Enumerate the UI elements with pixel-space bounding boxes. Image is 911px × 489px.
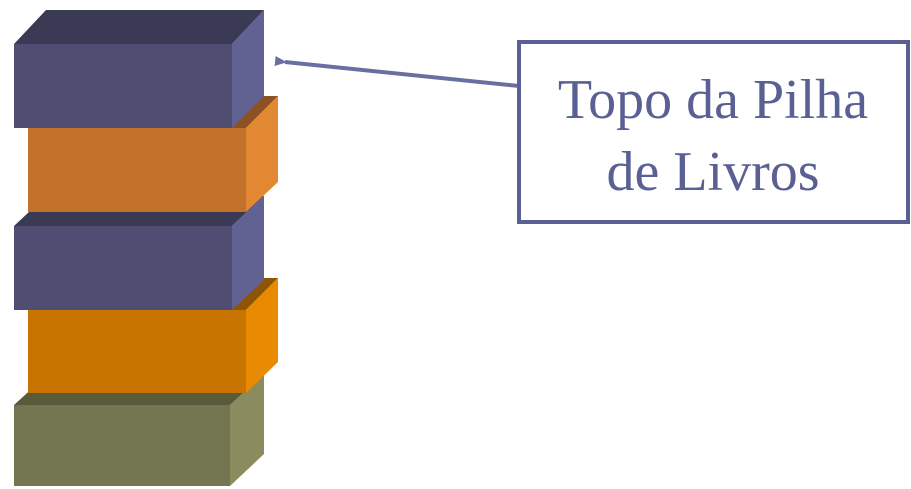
book-second-front-face [28, 128, 246, 212]
label-line-2: de Livros [606, 141, 819, 203]
pointer-arrow [274, 56, 520, 88]
book-bottom-side-face [230, 374, 264, 486]
book-top-side-face [232, 10, 264, 128]
book-top [14, 10, 264, 128]
book-fourth-front-face [28, 310, 246, 393]
book-second-side-face [246, 96, 278, 212]
label-line-1: Topo da Pilha [558, 69, 868, 131]
book-third-front-face [14, 226, 232, 310]
label-box [517, 40, 910, 224]
book-third [14, 196, 264, 310]
book-top-top-face [14, 10, 264, 44]
book-third-side-face [232, 196, 264, 310]
book-bottom-front-face [14, 405, 230, 486]
book-fourth-side-face [246, 278, 278, 393]
book-top-front-face [14, 44, 232, 128]
